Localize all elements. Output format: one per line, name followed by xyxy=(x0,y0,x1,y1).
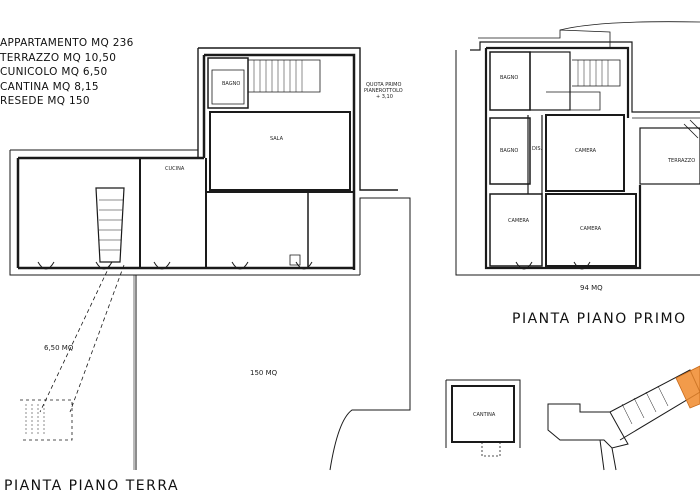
room-label-bagno-first-2: BAGNO xyxy=(500,148,518,154)
room-label-camera-1: CAMERA xyxy=(575,148,597,154)
first-floor-title: PIANTA PIANO PRIMO xyxy=(512,311,687,327)
area-label-first-floor: 94 MQ xyxy=(580,284,603,292)
room-label-bagno-first-1: BAGNO xyxy=(500,75,518,81)
legend-appartamento: APPARTAMENTO MQ 236 xyxy=(0,37,134,49)
area-label-resede: 150 MQ xyxy=(250,369,278,377)
room-label-camera-2: CAMERA xyxy=(508,218,530,224)
area-legend: APPARTAMENTO MQ 236 TERRAZZO MQ 10,50 CU… xyxy=(0,36,134,109)
room-label-cantina: CANTINA xyxy=(473,412,496,418)
room-label-camera-3: CAMERA xyxy=(580,226,602,232)
room-label-bagno-ground: BAGNO xyxy=(222,81,240,87)
cunicolo-highlight xyxy=(675,365,700,409)
ground-floor-title: PIANTA PIANO TERRA xyxy=(4,478,180,494)
room-label-sala: SALA xyxy=(270,136,284,142)
room-label-terrazzo: TERRAZZO xyxy=(667,158,695,164)
legend-resede: RESEDE MQ 150 xyxy=(0,95,90,107)
area-label-cunicolo: 6,50 MQ xyxy=(44,344,74,352)
room-label-cucina: CUCINA xyxy=(165,166,185,172)
legend-cunicolo: CUNICOLO MQ 6,50 xyxy=(0,66,108,78)
legend-cantina: CANTINA MQ 8,15 xyxy=(0,80,99,93)
quota-label-line1: QUOTA PRIMO xyxy=(366,82,401,88)
quota-label-line3: + 3,10 xyxy=(376,94,393,100)
legend-terrazzo: TERRAZZO MQ 10,50 xyxy=(0,51,117,64)
quota-label-line2: PIANEROTTOLO xyxy=(364,88,403,94)
room-label-dis: DIS. xyxy=(532,146,542,152)
